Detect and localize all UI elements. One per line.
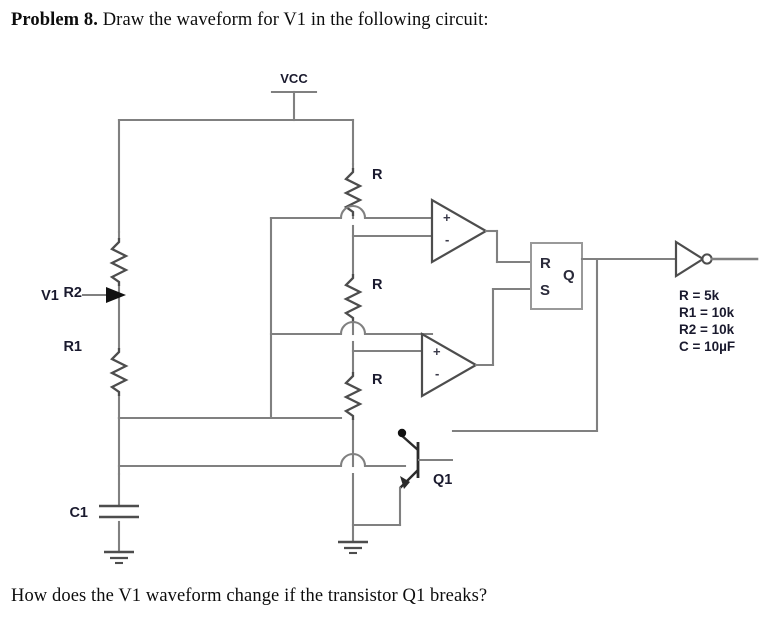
resistor-divider-top <box>343 168 363 216</box>
sr-latch-set-label: S <box>540 282 550 299</box>
resistor-r1-label: R1 <box>63 339 82 355</box>
v1-source-label: V1 <box>41 288 59 304</box>
resistor-divider-bottom <box>343 372 363 420</box>
legend-line-r: R = 5k <box>679 288 720 303</box>
comparator-top-minus-label: - <box>445 232 449 247</box>
capacitor-c1-label: C1 <box>69 505 88 521</box>
circuit-schematic: R2 R1 V1 C1 <box>0 46 763 566</box>
vcc-label: VCC <box>280 71 308 86</box>
legend-line-c: C = 10µF <box>679 339 735 354</box>
comparator-bottom-plus-label: + <box>433 344 441 359</box>
comparator-bottom-output-wire <box>474 287 533 367</box>
sr-latch <box>530 242 583 310</box>
legend-line-r1: R1 = 10k <box>679 305 735 320</box>
problem-number: Problem 8. <box>11 10 98 30</box>
vcc-supply-symbol <box>270 90 318 122</box>
v1-input-arrow <box>82 287 126 303</box>
emitter-ground-wire <box>351 486 402 527</box>
resistor-divider-top-label: R <box>372 167 383 183</box>
divider-tap-wires <box>117 216 434 468</box>
sr-latch-output-label: Q <box>563 267 575 284</box>
ground-symbol-left <box>104 550 134 565</box>
comparator-top <box>430 198 489 264</box>
ground-symbol-center <box>338 540 368 555</box>
legend-line-r2: R2 = 10k <box>679 322 735 337</box>
resistor-r2 <box>109 238 129 286</box>
inverter-gate <box>674 240 713 278</box>
wire-hop-arcs <box>339 204 367 467</box>
followup-question: How does the V1 waveform change if the t… <box>11 586 488 606</box>
resistor-divider-mid-label: R <box>372 277 383 293</box>
c1-node-wire <box>117 216 332 420</box>
resistor-divider-mid <box>343 274 363 322</box>
comparator-bottom-minus-label: - <box>435 366 439 381</box>
comparator-bottom <box>420 332 479 398</box>
latch-output-wires <box>451 257 678 433</box>
vcc-rail-wire <box>117 118 355 234</box>
comparator-top-plus-label: + <box>443 210 451 225</box>
transistor-q1 <box>397 428 453 489</box>
resistor-divider-bottom-label: R <box>372 372 383 388</box>
resistor-r1 <box>109 348 129 396</box>
sr-latch-reset-label: R <box>540 255 551 272</box>
component-values-legend: R = 5k R1 = 10k R2 = 10k C = 10µF <box>679 288 735 354</box>
comparator-top-output-wire <box>484 229 533 264</box>
capacitor-c1 <box>99 504 139 519</box>
transistor-q1-label: Q1 <box>433 472 452 488</box>
resistor-r2-label: R2 <box>63 285 82 301</box>
problem-prompt: Draw the waveform for V1 in the followin… <box>102 10 489 30</box>
page-title: Problem 8. Draw the waveform for V1 in t… <box>11 10 489 31</box>
